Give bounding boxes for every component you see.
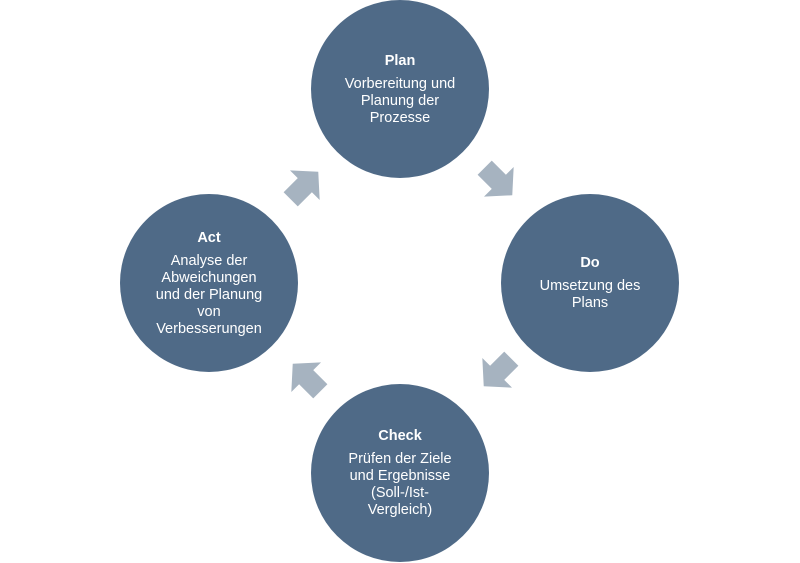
check-description: Prüfen der Ziele und Ergebnisse (Soll-/I…	[348, 451, 452, 518]
check-title: Check	[378, 428, 422, 444]
plan-title: Plan	[384, 52, 416, 69]
plan-description: Vorbereitung und Planung der Prozesse	[344, 75, 456, 126]
do-node: Do Umsetzung des Plans	[501, 194, 679, 372]
arrow-act-to-plan-icon	[272, 158, 332, 218]
arrow-check-to-act-icon	[279, 350, 339, 410]
do-title: Do	[580, 255, 600, 271]
arrow-plan-to-do-icon	[466, 149, 526, 209]
act-node: Act Analyse der Abweichungen und der Pla…	[120, 194, 298, 372]
arrow-do-to-check-icon	[470, 340, 530, 400]
plan-node: Plan Vorbereitung und Planung der Prozes…	[311, 0, 489, 178]
do-description: Umsetzung des Plans	[539, 278, 641, 311]
check-node: Check Prüfen der Ziele und Ergebnisse (S…	[311, 384, 489, 562]
act-title: Act	[197, 229, 221, 246]
act-description: Analyse der Abweichungen und der Planung…	[155, 252, 263, 337]
